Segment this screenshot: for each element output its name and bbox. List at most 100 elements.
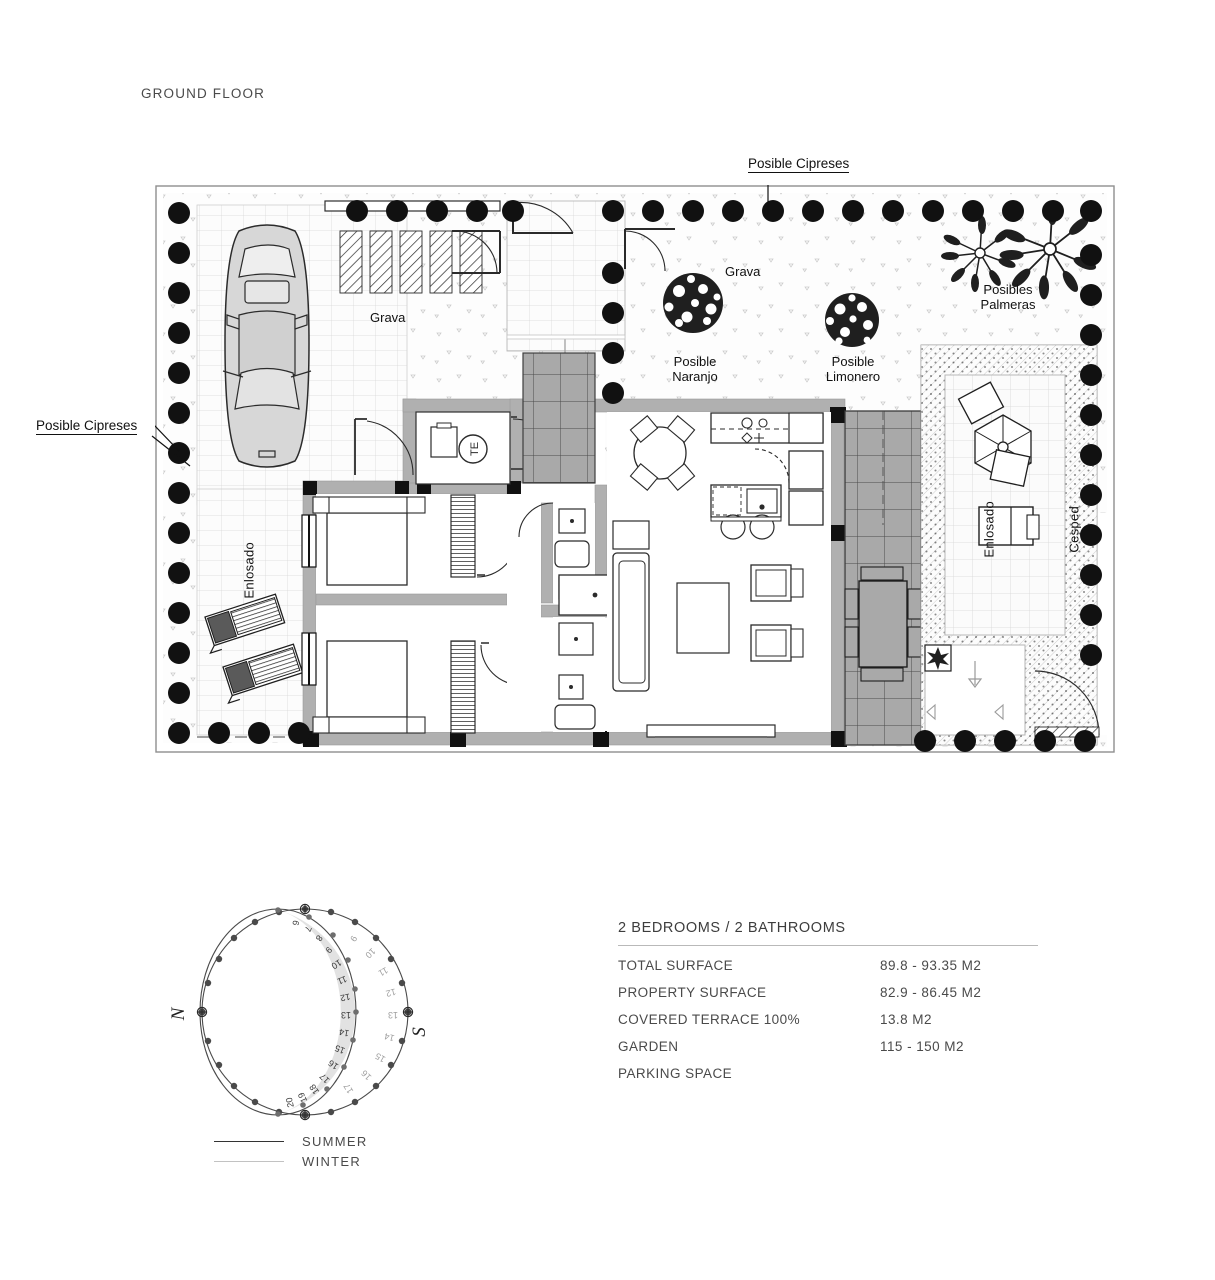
winter-hour-label: 10 [363, 946, 377, 960]
label-posibles-palmeras: Posibles Palmeras [963, 282, 1053, 312]
label-posible-limonero: Posible Limonero [810, 354, 896, 384]
sofa [612, 520, 650, 692]
summer-hour-label: 7 [302, 925, 313, 934]
winter-hour-label: 9 [348, 934, 359, 944]
legend-row-summer: SUMMER [214, 1131, 434, 1151]
label-limonero-line2: Limonero [825, 368, 881, 384]
appliance-column [754, 448, 824, 526]
spec-row: COVERED TERRACE 100% 13.8 M2 [618, 1012, 1038, 1027]
label-enlosado-right: Enlosado [981, 500, 997, 558]
legend-line-summer [214, 1140, 284, 1142]
specs-rows: TOTAL SURFACE 89.8 - 93.35 M2 PROPERTY SUR… [618, 958, 1038, 1081]
armchair-1 [750, 564, 804, 602]
winter-hour-label: 16 [359, 1068, 373, 1082]
floor-plan: TE [155, 156, 1115, 753]
summer-hour-label: 19 [296, 1091, 309, 1104]
winter-markers [275, 907, 359, 1117]
label-grava-left: Grava [370, 310, 406, 325]
specs-heading: 2 BEDROOMS / 2 BATHROOMS [618, 920, 1038, 946]
shrub-icon [927, 647, 949, 670]
winter-hour-label: 13 [388, 1010, 398, 1020]
legend-label-summer: SUMMER [302, 1133, 368, 1149]
winter-hour-label: 12 [385, 987, 397, 999]
label-limonero-line1: Posible [831, 354, 875, 369]
garden-furniture [957, 381, 1040, 546]
legend-label-winter: WINTER [302, 1153, 362, 1169]
summer-hour-label: 16 [326, 1058, 340, 1072]
top-right-gate [624, 228, 675, 272]
winter-hour-label: 14 [383, 1031, 395, 1043]
summer-hour-label: 13 [341, 1010, 351, 1020]
spec-label: GARDEN [618, 1039, 679, 1054]
tree-naranjo [663, 273, 723, 333]
cypress-trees [168, 200, 1102, 752]
spec-label: TOTAL SURFACE [618, 958, 734, 973]
spec-value: 13.8 M2 [880, 1012, 932, 1027]
specifications-table: 2 BEDROOMS / 2 BATHROOMS TOTAL SURFACE 89… [618, 920, 1038, 1081]
entry-terrace-tiles [522, 352, 596, 484]
compass-south-label: S [409, 1027, 430, 1037]
summer-hour-label: 20 [284, 1096, 296, 1108]
bedroom-2 [301, 593, 522, 734]
summer-hour-label: 8 [314, 933, 325, 943]
label-posible-naranjo: Posible Naranjo [655, 354, 735, 384]
covered-terrace [844, 410, 922, 746]
tree-limonero [825, 293, 879, 347]
summer-hour-label: 9 [324, 945, 335, 956]
lounger-2 [222, 643, 304, 705]
summer-hour-label: 18 [307, 1082, 321, 1096]
callout-leaders [155, 185, 769, 452]
planter-strips [339, 230, 483, 294]
winter-hour-label: 11 [377, 965, 390, 978]
dining-set [629, 415, 696, 491]
label-cesped: Cesped [1066, 505, 1082, 553]
label-palmeras-line1: Posibles [983, 282, 1033, 297]
spec-value: 115 - 150 M2 [880, 1039, 964, 1054]
hallway [507, 494, 541, 732]
entry-vestibule: TE [354, 411, 567, 485]
sun-shaded-band [278, 910, 356, 1114]
compass-north-label: N [170, 1006, 189, 1021]
spec-row: PARKING SPACE [618, 1066, 1038, 1081]
structural-pillars [303, 407, 933, 747]
palm-1 [941, 216, 1016, 292]
label-palmeras-line2: Palmeras [980, 296, 1036, 312]
page-title: GROUND FLOOR [141, 86, 266, 101]
summer-hour-label: 12 [339, 991, 351, 1003]
right-garden [920, 344, 1100, 746]
legend-row-winter: WINTER [214, 1151, 434, 1171]
kitchen [710, 412, 824, 540]
summer-hour-label: 17 [318, 1071, 332, 1085]
label-enlosado-left: Enlosado [241, 541, 257, 599]
callout-cipreses-left-leader [151, 435, 191, 467]
entry-paving [324, 200, 501, 294]
summer-hour-label: 6 [290, 919, 301, 926]
spec-value: 89.8 - 93.35 M2 [880, 958, 982, 973]
summer-hour-label: 15 [333, 1043, 346, 1056]
svg-text:TE: TE [469, 442, 481, 456]
lounger-1 [204, 593, 286, 655]
sun-path-legend: SUMMER WINTER [214, 1131, 434, 1179]
spec-label: PROPERTY SURFACE [618, 985, 767, 1000]
legend-line-winter [214, 1160, 284, 1162]
spec-label: COVERED TERRACE 100% [618, 1012, 801, 1027]
callout-cipreses-top: Posible Cipreses [748, 156, 850, 173]
winter-path-ellipse [199, 908, 357, 1116]
compass-markers [196, 903, 414, 1121]
car-symbol [222, 224, 312, 468]
bedroom-1 [301, 494, 518, 594]
summer-markers [198, 905, 412, 1119]
winter-hour-label: 15 [374, 1051, 388, 1065]
summer-hour-label: 14 [338, 1027, 350, 1039]
armchair-2 [750, 624, 804, 662]
outdoor-dining-set [844, 566, 922, 682]
spec-row: GARDEN 115 - 150 M2 [618, 1039, 1038, 1054]
callout-cipreses-left: Posible Cipreses [36, 418, 138, 435]
spec-row: TOTAL SURFACE 89.8 - 93.35 M2 [618, 958, 1038, 973]
spec-label: PARKING SPACE [618, 1066, 733, 1081]
living-dining-room [607, 412, 831, 738]
spec-value: 82.9 - 86.45 M2 [880, 985, 982, 1000]
